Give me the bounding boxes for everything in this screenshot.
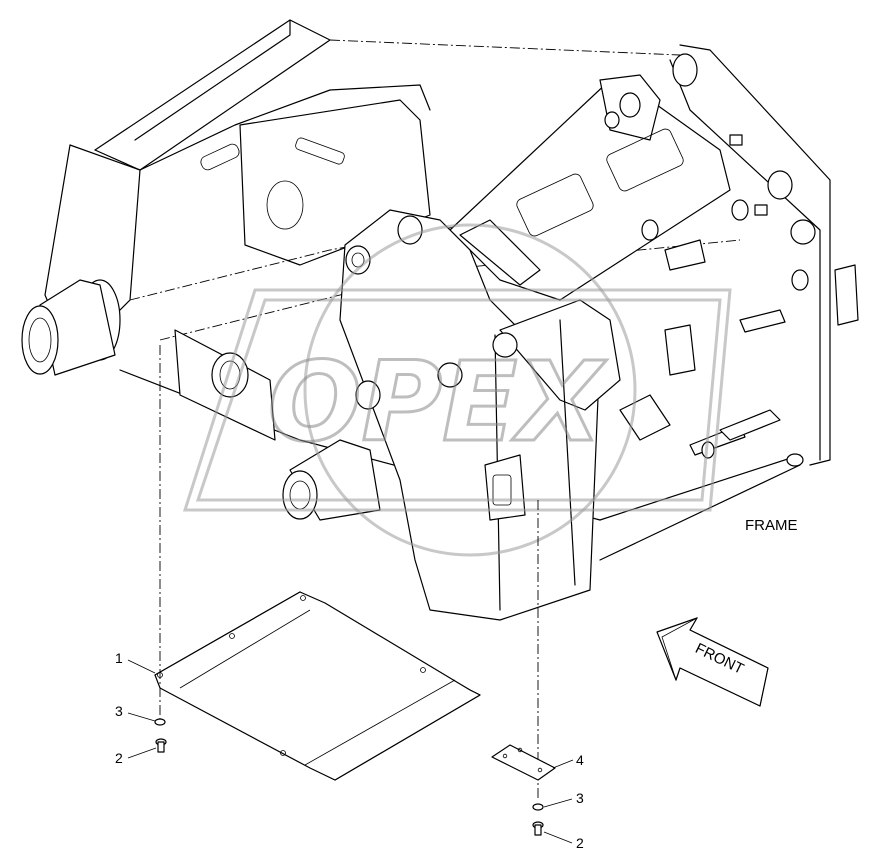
bolt-right <box>532 821 544 836</box>
washer-left <box>154 718 166 726</box>
callout-2-right: 2 <box>543 831 584 851</box>
svg-text:4: 4 <box>576 752 584 768</box>
callout-3-left: 3 <box>115 703 156 722</box>
svg-text:2: 2 <box>115 750 123 766</box>
watermark-text: OPEX <box>268 338 607 466</box>
assembly-label: FRAME <box>745 517 798 534</box>
opex-watermark: OPEX <box>182 223 732 557</box>
svg-text:1: 1 <box>115 650 123 666</box>
bolt-left <box>155 738 167 753</box>
callout-3-right: 3 <box>543 790 584 808</box>
small-cover-plate <box>491 744 556 781</box>
bottom-cover-plate <box>154 591 481 781</box>
svg-text:3: 3 <box>115 703 123 719</box>
front-direction-arrow: FRONT <box>656 616 769 707</box>
callout-2-left: 2 <box>115 747 157 766</box>
washer-right <box>532 803 544 811</box>
callout-4: 4 <box>552 752 584 769</box>
callout-1: 1 <box>115 650 156 674</box>
frame-assembly <box>21 19 859 621</box>
svg-text:2: 2 <box>576 835 584 851</box>
svg-text:3: 3 <box>576 790 584 806</box>
